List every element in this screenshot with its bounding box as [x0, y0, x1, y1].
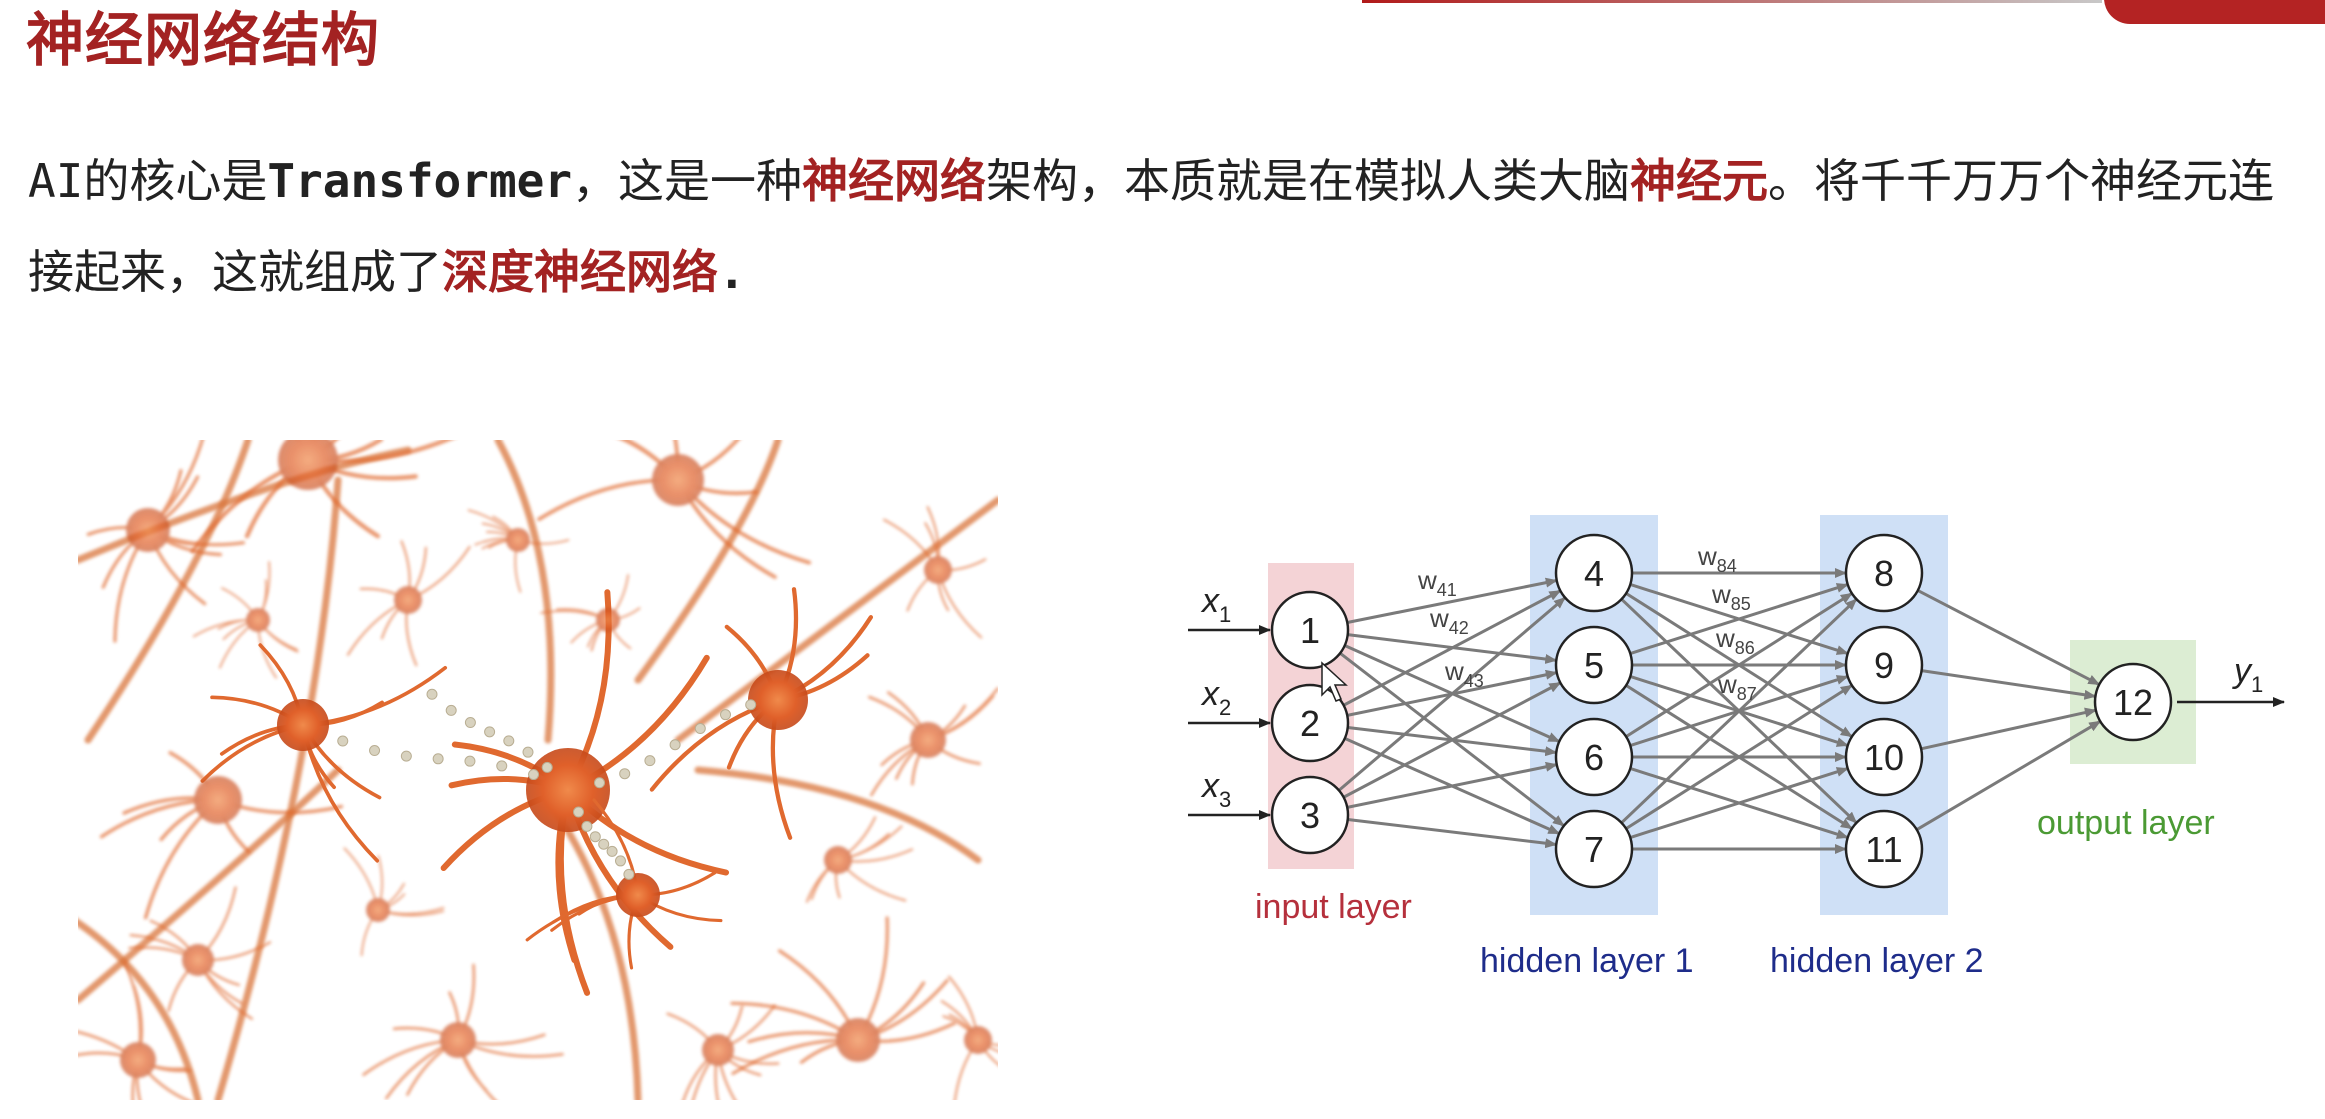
- intro-paragraph: AI的核心是Transformer，这是一种神经网络架构，本质就是在模拟人类大脑…: [28, 136, 2298, 318]
- layer-label: input layer: [1255, 888, 1412, 926]
- output-variable-label: y1: [2232, 652, 2263, 697]
- connection-edge: [1915, 720, 2102, 831]
- top-bar-line: [1362, 0, 2102, 3]
- layer-label: hidden layer 2: [1770, 942, 1984, 980]
- highlight-neural-network: 神经网络: [802, 154, 987, 208]
- neuron-node-label: 10: [1864, 737, 1904, 778]
- neuron-node: [1270, 775, 1350, 855]
- weight-label: w86: [1715, 623, 1755, 658]
- neuron-node-label: 7: [1584, 829, 1604, 870]
- neuron-node: [1844, 625, 1924, 705]
- connection-edge: [1921, 669, 2097, 700]
- connection-edge: [1920, 707, 2097, 751]
- intro-text: ，这是一种: [572, 154, 803, 208]
- neuron-node: [1554, 717, 1634, 797]
- neuron-node-label: 11: [1865, 829, 1902, 870]
- neuron-node-label: 8: [1874, 553, 1894, 594]
- neuron-node-label: 12: [2113, 682, 2153, 723]
- neuron-node: [1844, 717, 1924, 797]
- neuron-node-label: 3: [1300, 795, 1320, 836]
- neuron-node: [1270, 683, 1350, 763]
- connection-edge: [1629, 767, 1849, 839]
- input-variable-label: x3: [1200, 767, 1231, 812]
- connection-edge: [1625, 592, 1853, 738]
- neuron-network-image: [78, 440, 998, 1100]
- input-variable-label: x1: [1200, 582, 1231, 627]
- intro-text: .: [718, 245, 746, 299]
- weight-label: w42: [1429, 603, 1469, 638]
- connection-edge: [1620, 598, 1858, 824]
- neuron-node-label: 5: [1584, 645, 1604, 686]
- neuron-node-label: 4: [1584, 553, 1604, 594]
- neuron-node: [1554, 625, 1634, 705]
- connection-edge: [1629, 583, 1849, 655]
- connection-edge: [1342, 589, 1562, 707]
- input-variable-label: x2: [1200, 675, 1231, 720]
- top-bar-button[interactable]: [2104, 0, 2325, 24]
- neuron-node-label: 6: [1584, 737, 1604, 778]
- neuron-node-label: 1: [1300, 610, 1320, 651]
- weight-label: w84: [1697, 541, 1737, 576]
- highlight-neuron: 神经元: [1630, 154, 1769, 208]
- intro-text: 架构，本质就是在模拟人类大脑: [986, 154, 1631, 208]
- neuron-node-label: 9: [1874, 645, 1894, 686]
- intro-text: AI: [28, 154, 84, 208]
- connection-edge: [1342, 681, 1562, 799]
- layer-label: hidden layer 1: [1480, 942, 1694, 980]
- intro-term-transformer: Transformer: [267, 154, 573, 208]
- weight-label: w85: [1711, 579, 1751, 614]
- mouse-cursor-icon: [1321, 661, 1348, 702]
- intro-text: 。将千千万万个神经元连接起来，这就组成了: [28, 154, 2275, 299]
- highlight-deep-neural-network: 深度神经网络: [442, 245, 718, 299]
- neuron-node: [1554, 809, 1634, 889]
- connection-edge: [1337, 596, 1567, 792]
- connection-edge: [1346, 761, 1558, 809]
- page-title: 神经网络结构: [26, 6, 381, 74]
- neuron-node: [1844, 533, 1924, 613]
- neuron-node: [1270, 590, 1350, 670]
- neuron-node: [1554, 533, 1634, 613]
- neuron-network-icon: [78, 440, 998, 1100]
- connection-edge: [1625, 684, 1853, 830]
- intro-text: 的核心是: [83, 154, 268, 208]
- layer-label: output layer: [2037, 804, 2215, 842]
- connection-edge: [1347, 818, 1558, 849]
- neuron-node: [1844, 809, 1924, 889]
- neuron-node-label: 2: [1300, 703, 1320, 744]
- neuron-node: [2093, 662, 2173, 742]
- connection-edge: [1917, 589, 2101, 686]
- weight-label: w41: [1417, 565, 1457, 600]
- weight-label: w43: [1444, 656, 1484, 691]
- connection-edge: [1346, 577, 1558, 624]
